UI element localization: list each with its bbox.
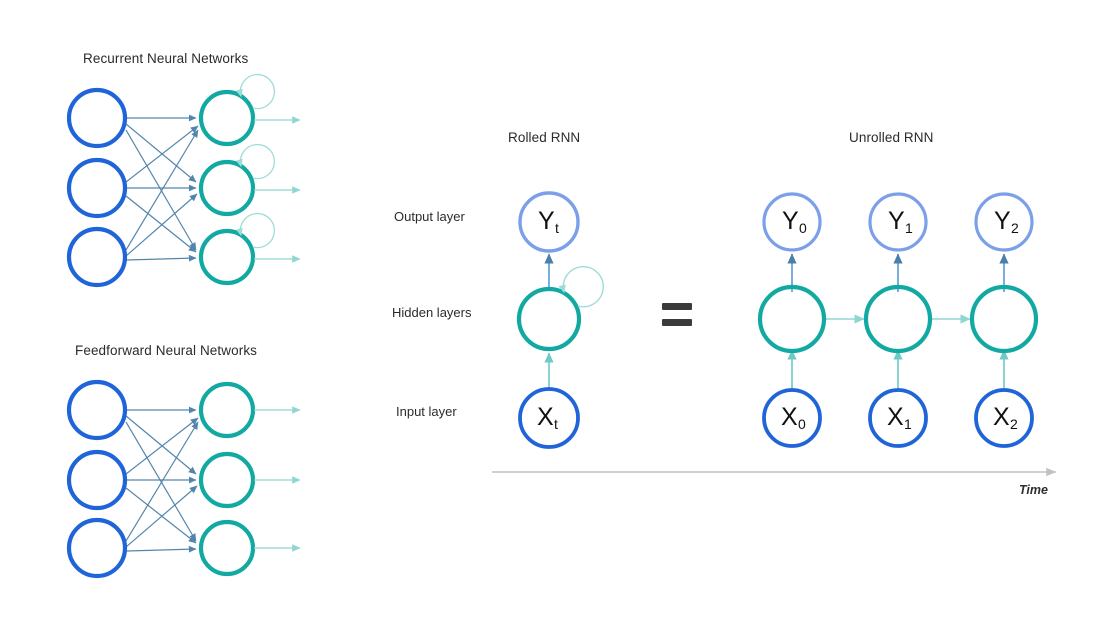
row-label-input-layer: Input layer	[396, 404, 457, 419]
ffn-input-node-3	[66, 517, 128, 579]
unrolled-output-label-1: Y1	[888, 207, 913, 237]
ffn-hidden-node-1	[198, 381, 256, 439]
unrolled-input-label-0: X0	[781, 403, 806, 433]
rolled-input-base: X	[537, 403, 554, 431]
unrolled-output-sub-2: 2	[1010, 220, 1019, 237]
row-label-hidden-layers: Hidden layers	[392, 305, 472, 320]
rolled-input-sub: t	[553, 416, 558, 433]
unrolled-rnn-graph	[492, 192, 1057, 477]
unrolled-hidden-node-0	[757, 284, 827, 354]
rnn-panel-title: Recurrent Neural Networks	[83, 51, 249, 66]
rnn-input-node-3	[66, 226, 128, 288]
rolled-rnn-graph	[516, 191, 604, 449]
rolled-hidden-node	[516, 286, 582, 352]
unrolled-input-base-2: X	[993, 403, 1010, 431]
unrolled-output-base-2: Y	[994, 207, 1011, 235]
rolled-output-base: Y	[538, 207, 555, 235]
unrolled-rnn-title: Unrolled RNN	[849, 130, 934, 145]
unrolled-output-base-0: Y	[782, 207, 799, 235]
ffn-hidden-node-3	[198, 519, 256, 577]
unrolled-output-label-0: Y0	[782, 207, 807, 237]
unrolled-output-base-1: Y	[888, 207, 905, 235]
ffn-input-node-1	[66, 379, 128, 441]
rolled-rnn-title: Rolled RNN	[508, 130, 581, 145]
rnn-hidden-node-1	[198, 89, 256, 147]
unrolled-hidden-node-2	[969, 284, 1039, 354]
rolled-output-sub: t	[554, 220, 559, 237]
rnn-self-loop-1	[235, 73, 276, 110]
unrolled-input-sub-2: 2	[1009, 416, 1018, 433]
unrolled-input-label-2: X2	[993, 403, 1018, 433]
equals-bar-bottom	[662, 319, 692, 326]
unrolled-input-base-0: X	[781, 403, 798, 431]
equals-bar-top	[662, 303, 692, 310]
ffn-input-node-2	[66, 449, 128, 511]
unrolled-output-sub-0: 0	[798, 220, 807, 237]
rolled-self-loop	[558, 266, 604, 308]
rnn-self-loop-3	[235, 212, 276, 249]
rnn-panel-graph	[66, 73, 301, 288]
equals-sign	[662, 303, 692, 326]
rolled-output-label: Yt	[538, 207, 559, 237]
time-axis-label: Time	[1019, 483, 1048, 497]
rnn-hidden-node-3	[198, 228, 256, 286]
rnn-input-node-2	[66, 157, 128, 219]
unrolled-input-sub-1: 1	[903, 416, 912, 433]
rnn-input-node-1	[66, 87, 128, 149]
unrolled-output-label-2: Y2	[994, 207, 1019, 237]
row-label-output-layer: Output layer	[394, 209, 465, 224]
unrolled-input-sub-0: 0	[797, 416, 806, 433]
ffn-hidden-node-2	[198, 451, 256, 509]
rnn-self-loop-2	[235, 143, 276, 180]
unrolled-hidden-node-1	[863, 284, 933, 354]
unrolled-input-base-1: X	[887, 403, 904, 431]
rolled-input-label: Xt	[537, 403, 558, 433]
ffn-panel-title: Feedforward Neural Networks	[75, 343, 258, 358]
unrolled-output-sub-1: 1	[904, 220, 913, 237]
ffn-panel-graph	[66, 379, 301, 579]
unrolled-input-label-1: X1	[887, 403, 912, 433]
rnn-hidden-node-2	[198, 159, 256, 217]
